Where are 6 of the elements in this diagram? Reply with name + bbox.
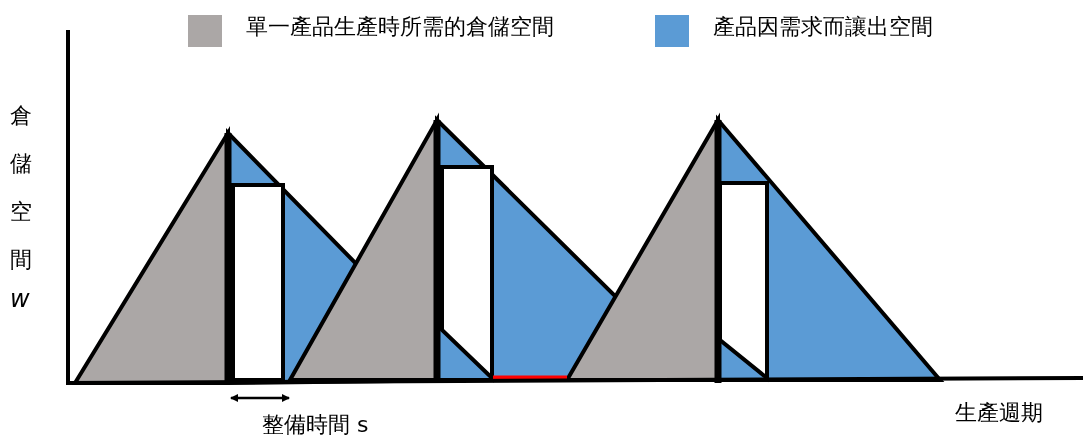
dimension-label: 整備時間 s — [262, 411, 369, 439]
legend-label: 產品因需求而讓出空間 — [713, 13, 933, 41]
axis-title: 倉儲空間 — [10, 102, 33, 274]
axis-variable: w — [10, 285, 30, 313]
axis-title: 生產週期 — [955, 399, 1043, 427]
legend-label: 單一產品生產時所需的倉儲空間 — [246, 13, 554, 41]
